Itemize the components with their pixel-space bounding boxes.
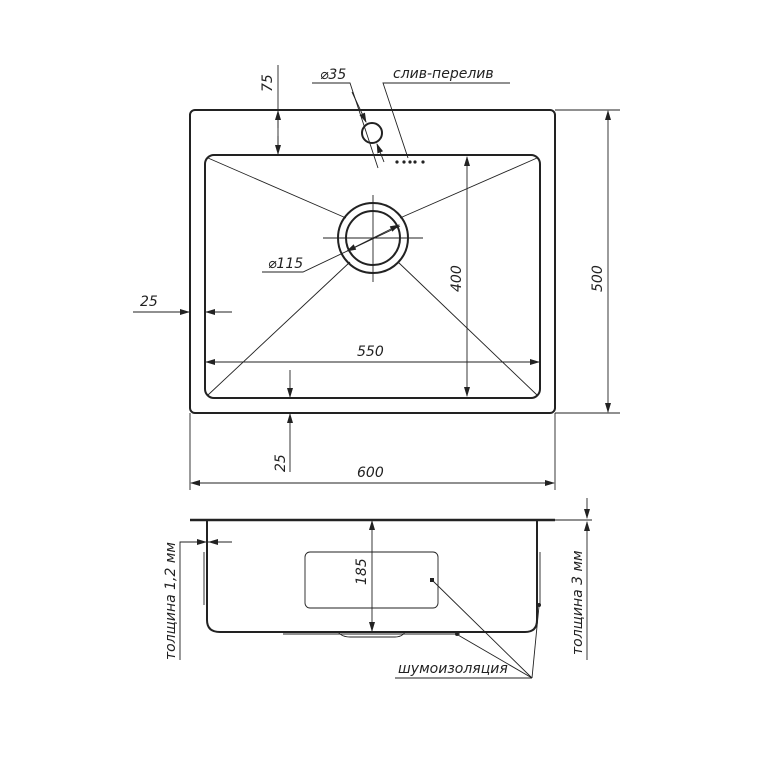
leader-overflow-hole <box>312 82 379 169</box>
sink-outline <box>189 109 556 414</box>
bowl-profile <box>206 520 538 633</box>
label-insulation: шумоизоляция <box>398 661 508 677</box>
dim-bottom-margin: 25 <box>273 454 289 472</box>
dim-total-width: 600 <box>357 465 384 481</box>
dim-bowl-width: 550 <box>357 344 384 360</box>
bowl-outline <box>204 154 541 399</box>
side-view: 185 толщина 1,2 мм толщина 3 мм шумоизол… <box>163 498 592 679</box>
dim-bowl-depth-inner: 400 <box>449 265 465 292</box>
dim-bowl-height: 185 <box>354 558 370 585</box>
dim-side-margin: 25 <box>140 294 158 310</box>
label-flange-thickness: толщина 3 мм <box>570 550 586 655</box>
top-view: 75 ⌀35 слив-перелив ⌀115 400 500 25 550 <box>133 65 620 490</box>
label-overflow: слив-перелив <box>393 66 494 82</box>
overflow-hole-icon <box>361 122 383 144</box>
label-wall-thickness: толщина 1,2 мм <box>163 542 179 660</box>
insulation-panel <box>304 551 439 609</box>
overflow-slots-icon <box>395 160 425 164</box>
dim-total-depth: 500 <box>590 265 606 292</box>
leader-drain <box>262 225 401 273</box>
dim-flange-top: 75 <box>260 74 276 92</box>
insulation-marker <box>430 578 434 582</box>
dim-drain: ⌀115 <box>268 256 303 272</box>
dim-overflow-hole: ⌀35 <box>320 67 346 83</box>
leader-overflow <box>382 82 510 159</box>
drain-bump <box>337 631 406 638</box>
